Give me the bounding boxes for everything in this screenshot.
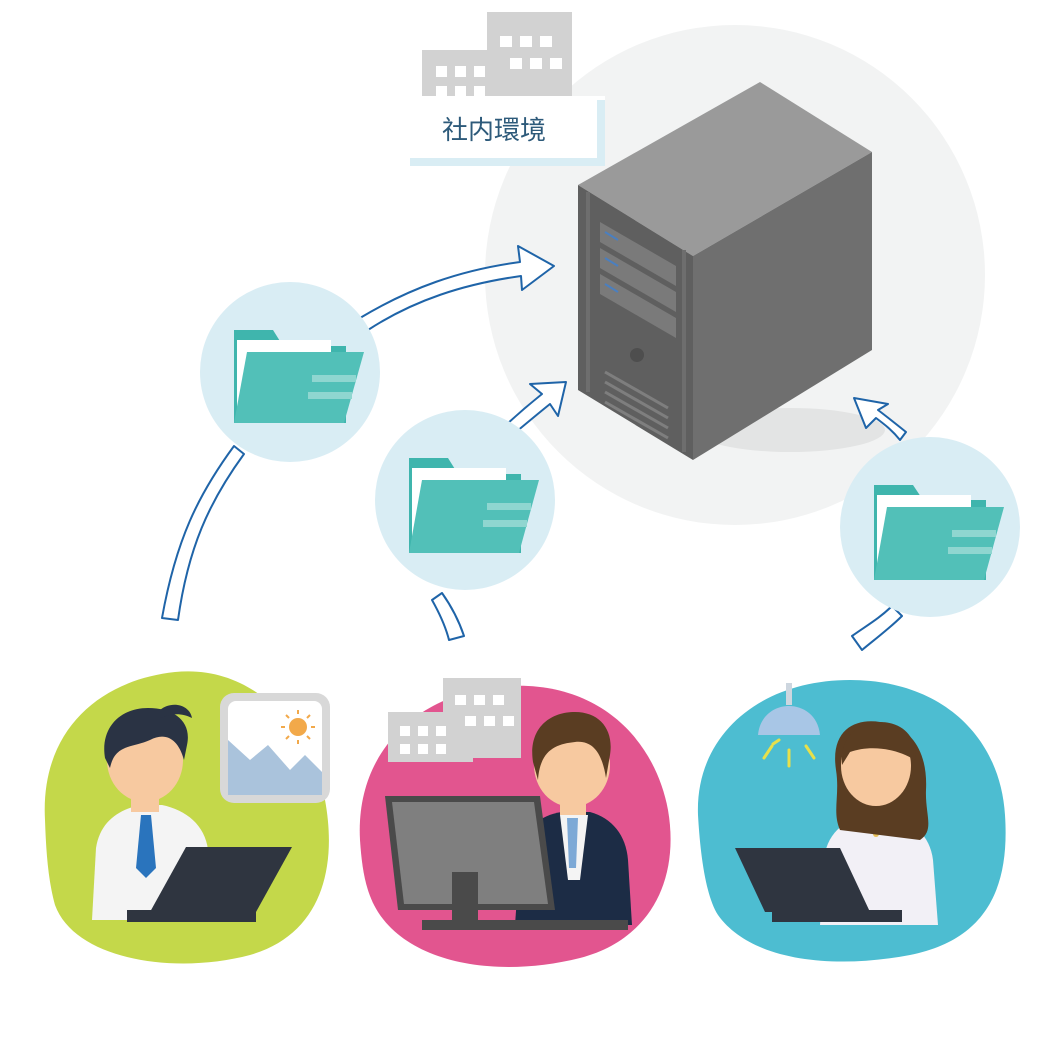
desktop-monitor-icon (385, 796, 628, 930)
folder-icon (200, 282, 380, 462)
landscape-photo-icon (220, 693, 330, 803)
pendant-lamp-icon (758, 683, 820, 768)
office-label: 社内環境 (442, 116, 546, 146)
office-label-box: 社内環境 (410, 96, 605, 166)
folder-icon (840, 437, 1020, 617)
remote-worker (697, 680, 1006, 962)
server-tower-icon (578, 82, 885, 460)
upload-arrow-icon (161, 245, 907, 651)
laptop-icon (735, 848, 902, 922)
laptop-icon (127, 847, 292, 922)
home-worker (44, 671, 330, 964)
folder-icon (375, 410, 555, 590)
office-building-icon (422, 12, 572, 105)
office-worker (359, 678, 671, 967)
office-building-icon (388, 678, 521, 762)
